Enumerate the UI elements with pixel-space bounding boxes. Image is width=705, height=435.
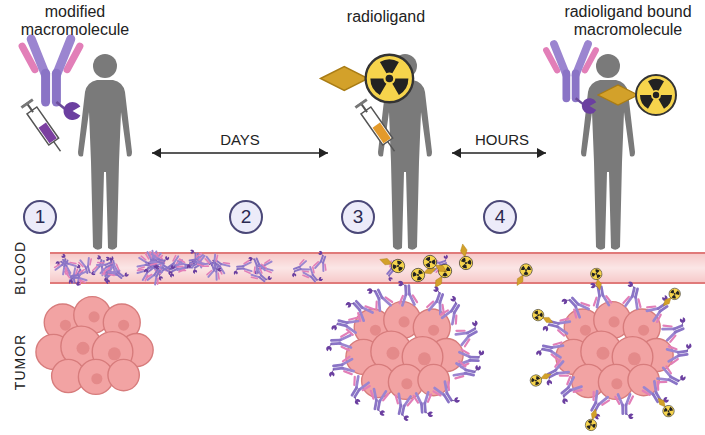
antibody xyxy=(367,389,389,417)
patient-figure xyxy=(78,54,132,250)
axis-label: BLOOD xyxy=(11,228,29,308)
radioligand xyxy=(378,253,407,274)
antibody xyxy=(78,257,95,278)
antibody xyxy=(398,280,417,306)
patient-figure xyxy=(581,54,635,250)
antibody xyxy=(343,375,371,405)
antibody xyxy=(667,343,694,364)
antibody-icon xyxy=(546,44,596,114)
stage-title: radioligand xyxy=(326,8,446,26)
antibody xyxy=(366,282,393,312)
antibody xyxy=(313,250,331,271)
antibody xyxy=(645,295,675,324)
syringe xyxy=(20,98,66,155)
antibody xyxy=(656,365,686,392)
arrow-head xyxy=(152,148,161,158)
time-label: HOURS xyxy=(462,131,542,148)
antibody xyxy=(54,253,74,275)
radioligand xyxy=(659,286,683,310)
antibody xyxy=(453,361,481,384)
antibody xyxy=(345,292,375,322)
antibody xyxy=(327,356,354,377)
axis-label: TUMOR xyxy=(11,322,29,402)
antibody xyxy=(536,338,564,361)
antibody xyxy=(540,359,570,386)
antibody xyxy=(432,380,460,410)
antibody xyxy=(248,253,267,275)
antibody xyxy=(326,333,351,352)
syringe xyxy=(354,98,400,155)
antibody xyxy=(177,259,196,273)
arrow-head xyxy=(319,148,328,158)
antibody xyxy=(302,266,323,288)
step-circle: 3 xyxy=(341,200,375,234)
radioligand xyxy=(456,243,474,271)
arrow-head xyxy=(452,148,461,158)
radioligand xyxy=(528,369,553,388)
time-arrow xyxy=(452,152,546,154)
radioligand xyxy=(589,267,605,291)
antibody xyxy=(185,253,205,269)
antibody xyxy=(623,281,646,309)
antibody xyxy=(233,260,252,274)
antibody xyxy=(440,295,468,325)
radioligand xyxy=(512,262,535,289)
step-circle: 2 xyxy=(229,200,263,234)
antibody xyxy=(146,263,166,285)
antibody xyxy=(454,320,484,347)
callout-number: 1 xyxy=(35,206,46,228)
stage-title: radioligand bound macromolecule xyxy=(556,3,700,40)
radioligand-icon xyxy=(598,75,676,115)
antibody xyxy=(642,380,670,410)
callout-number: 3 xyxy=(353,206,364,228)
antibody xyxy=(149,252,170,269)
radioligand xyxy=(530,307,555,327)
radioligand xyxy=(654,395,677,420)
vessel-wall xyxy=(50,282,705,284)
callout-number: 4 xyxy=(495,206,506,228)
antibody xyxy=(542,313,570,336)
antibody xyxy=(205,254,222,275)
antibody xyxy=(331,312,359,335)
antibody xyxy=(615,394,633,419)
radioligand-icon xyxy=(321,55,414,103)
antibody xyxy=(250,266,272,287)
antibody xyxy=(391,393,414,421)
radioligand xyxy=(584,407,601,432)
antibody xyxy=(661,317,691,343)
antibody xyxy=(413,392,433,418)
antibody xyxy=(561,289,591,319)
antibody xyxy=(553,375,583,405)
radioligand xyxy=(421,253,450,278)
molecule-scatter xyxy=(54,243,694,432)
stage-title: modified macromolecule xyxy=(15,3,135,40)
step-circle: 4 xyxy=(483,200,517,234)
callout-number: 2 xyxy=(241,206,252,228)
tumor-cluster xyxy=(36,297,153,395)
time-arrow xyxy=(152,152,328,154)
arrow-head xyxy=(537,148,546,158)
antibody xyxy=(96,256,118,275)
step-circle: 1 xyxy=(23,200,57,234)
time-label: DAYS xyxy=(205,131,275,148)
